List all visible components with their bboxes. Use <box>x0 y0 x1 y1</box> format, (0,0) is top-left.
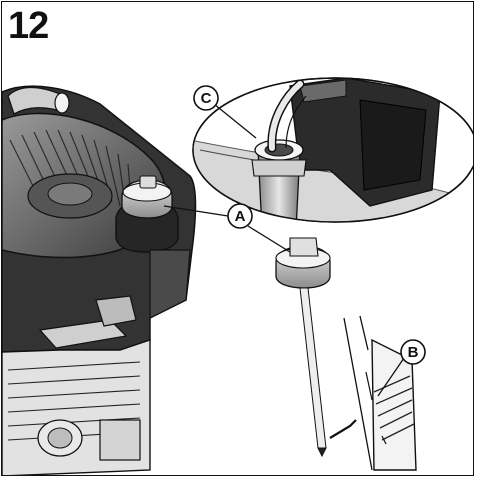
dipstick <box>275 237 331 458</box>
callout-a: A <box>227 203 253 229</box>
dipstick-tip-detail <box>329 315 417 471</box>
callout-b-label: B <box>408 344 419 361</box>
callout-a-label: A <box>235 208 246 225</box>
step-number: 12 <box>8 5 49 47</box>
engine-body <box>2 85 197 475</box>
detail-inset <box>192 77 473 223</box>
leader-lines <box>163 103 405 397</box>
callout-c-label: C <box>201 90 212 107</box>
callout-b: B <box>400 339 426 365</box>
callout-c: C <box>193 85 219 111</box>
